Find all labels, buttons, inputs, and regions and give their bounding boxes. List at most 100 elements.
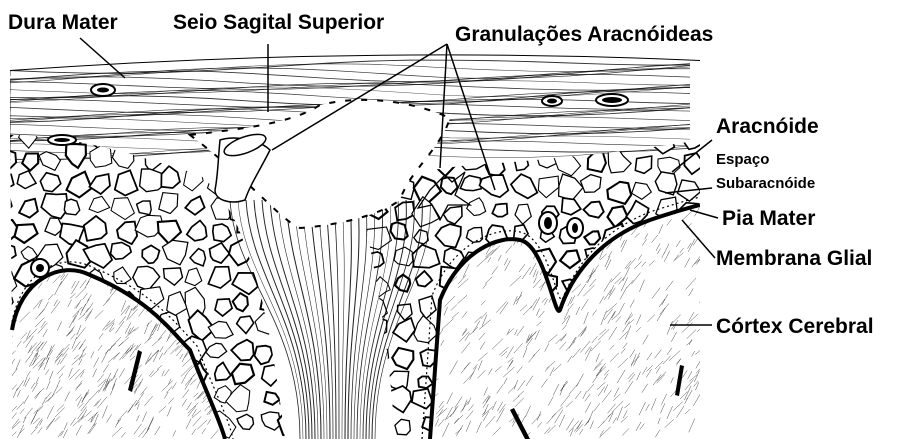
cortex-hatch [570,428,573,436]
trabecula-cell [436,362,462,392]
cortex-hatch [45,302,48,308]
trabecula-cell [278,271,302,292]
trabecula-cell [492,346,512,365]
trabecula-cell [588,152,606,172]
cortex-hatch [40,420,43,426]
cortex-hatch [197,420,207,429]
cortex-hatch [617,407,623,421]
cortex-hatch [608,288,616,300]
cortex-hatch [660,403,665,413]
cortex-hatch [47,345,55,357]
trabecula-cell [686,274,704,297]
cortex-hatch [695,350,701,355]
trabecula-cell [64,199,79,215]
cortex-hatch [505,260,511,271]
cortex-hatch [658,418,660,424]
cortex-hatch [162,258,168,269]
trabecula-cell [254,346,272,365]
cortex-hatch [159,406,166,413]
cortex-hatch [13,388,17,398]
cortex-hatch [708,420,712,428]
cortex-hatch [663,356,671,364]
trabecula-cell [657,274,670,289]
trabecula-cell [395,419,410,435]
cortex-hatch [88,412,99,421]
label-cortex-cerebral: Córtex Cerebral [716,316,874,337]
cortex-hatch [705,231,711,241]
cortex-hatch [515,330,518,336]
cortex-hatch [576,307,580,315]
cortex-hatch [662,294,668,305]
cortex-hatch [598,421,604,428]
cortex-hatch [180,354,183,359]
cortex-hatch [126,345,135,353]
cortex-hatch [504,378,507,385]
trabecula-cell [465,278,483,292]
cortex-hatch [520,305,527,311]
cortex-hatch [604,290,611,300]
cortex-hatch [674,254,679,261]
cortex-hatch [38,283,42,289]
cortex-hatch [113,369,118,378]
cortex-hatch [576,374,583,387]
trabecula-cell [278,412,300,436]
label-membrana-glial: Membrana Glial [716,248,872,269]
cortex-hatch [531,299,537,308]
trabecula-cell [40,173,61,192]
trabecula-cell [459,387,484,412]
dural-vessel-1-lumen [97,88,109,93]
trabecula-cell [655,341,677,366]
cortex-hatch [459,241,464,246]
cortex-hatch [452,312,459,318]
cortex-hatch [9,385,16,393]
trabecula-cell [364,227,391,250]
trabecula-cell [132,417,158,439]
cortex-hatch [67,330,74,336]
cortex-hatch [657,249,660,254]
cortex-hatch [61,275,65,281]
cortex-hatch [209,294,215,302]
trabecula-cell [206,343,227,357]
cortex-hatch [517,367,523,374]
cortex-hatch [80,372,84,378]
cortex-hatch [514,343,523,353]
cortex-hatch [38,299,42,308]
cortex-hatch [613,394,620,401]
trabecula-cell [632,182,652,199]
trabecula-cell [67,365,89,388]
cortex-hatch [667,348,672,355]
trabecula-cell [264,392,279,405]
cortex-hatch [513,396,520,402]
cortex-hatch [520,196,523,204]
cortex-hatch [458,295,468,304]
cortex-hatch [35,318,44,327]
cortex-hatch [578,327,587,337]
cortex-hatch [623,343,628,349]
trabecula-cell [187,393,207,411]
cortex-hatch [24,408,32,419]
cortex-hatch [57,360,60,366]
cortex-hatch [586,418,590,425]
cortex-hatch [86,411,92,417]
cortex-hatch [66,328,73,336]
trabecula-cell [89,174,110,194]
cortex-hatch [631,273,640,285]
trabecula-cell [584,231,600,244]
cortex-hatch [622,429,629,436]
cortex-hatch [537,422,542,427]
cortex-hatch [164,350,168,356]
cortex-hatch [42,397,46,405]
cortex-hatch [557,263,562,269]
trabecula-cell [609,373,623,389]
cortex-vessel-bottom [510,408,530,439]
cortex-hatch [518,380,526,391]
cortex-hatch [535,223,538,231]
label-espaco: Espaço [716,152,769,167]
cortex-hatch [45,369,49,374]
label-seio-sagital-superior: Seio Sagital Superior [173,12,384,33]
cortex-hatch [149,370,154,376]
cortex-hatch [75,369,85,379]
cortex-hatch [168,340,176,349]
cortex-hatch [35,418,42,428]
cortex-hatch [596,367,602,377]
